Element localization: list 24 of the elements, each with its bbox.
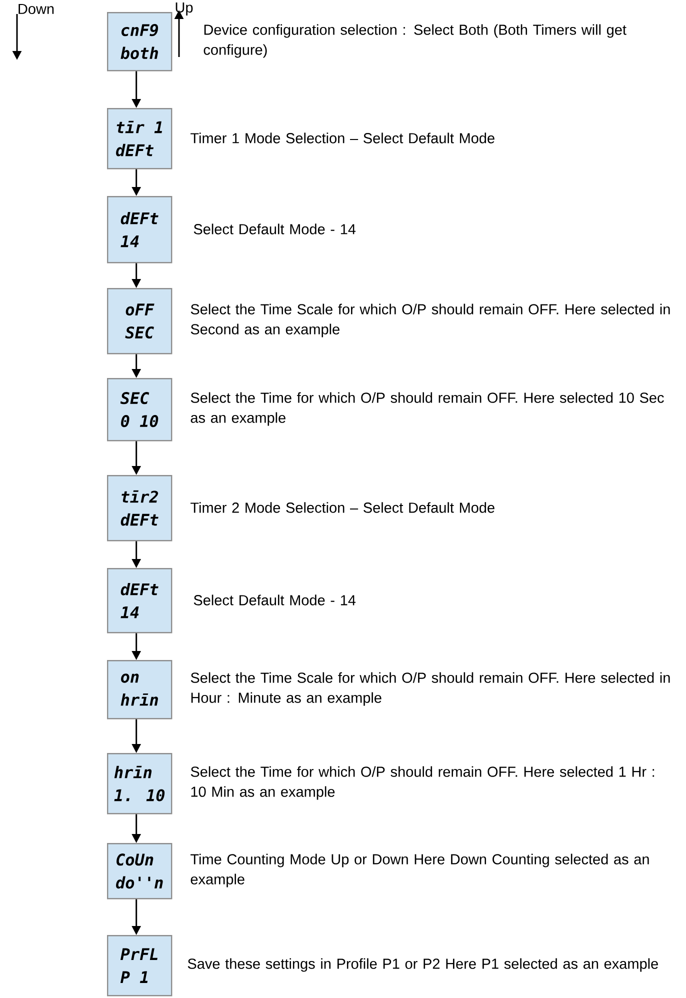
description-text: Select Default Mode - 14 — [194, 594, 356, 606]
display-box: tīr 1 dEFt — [107, 108, 172, 170]
description-text: Save these settings in Profile P1 or P2 Here P1 selected as an example — [188, 958, 658, 972]
display-box: tīr2 dEFt — [107, 475, 172, 542]
description-text: Timer 1 Mode Selection – Select Default Mode — [190, 132, 494, 144]
description-text: Select the Time Scale for which O/P should remain OFF. Here selected in Second as an example — [190, 304, 670, 338]
direction-label: Down — [18, 4, 54, 14]
display-box: PrFL P 1 — [107, 935, 172, 996]
display-box: cnF9 both — [107, 12, 172, 72]
description-text: Select Default Mode - 14 — [194, 224, 356, 234]
description-text: Select the Time Scale for which O/P should remain OFF. Here selected in Hour : Minute as an example — [190, 672, 670, 706]
display-box: dEFt 14 — [107, 568, 172, 634]
description-text: Select the Time for which O/P should remain OFF. Here selected 1 Hr : 10 Min as an example — [190, 766, 654, 800]
display-box: dEFt 14 — [107, 196, 172, 264]
description-text: Time Counting Mode Up or Down Here Down Counting selected as an example — [190, 854, 649, 888]
description-text: Device configuration selection : Select Both (Both Timers will get configure) — [204, 24, 626, 58]
display-box: hrīn 1. 10 — [107, 753, 172, 814]
description-text: Timer 2 Mode Selection – Select Default Mode — [190, 502, 494, 513]
description-text: Select the Time for which O/P should remain OFF. Here selected 10 Sec as an example — [190, 392, 664, 426]
display-box: CoUn do''n — [107, 843, 172, 900]
display-box: on hrīn — [107, 660, 172, 720]
display-box: SEC 0 10 — [107, 378, 172, 442]
display-box: oFF SEC — [107, 288, 172, 354]
direction-label: Up — [176, 2, 193, 16]
